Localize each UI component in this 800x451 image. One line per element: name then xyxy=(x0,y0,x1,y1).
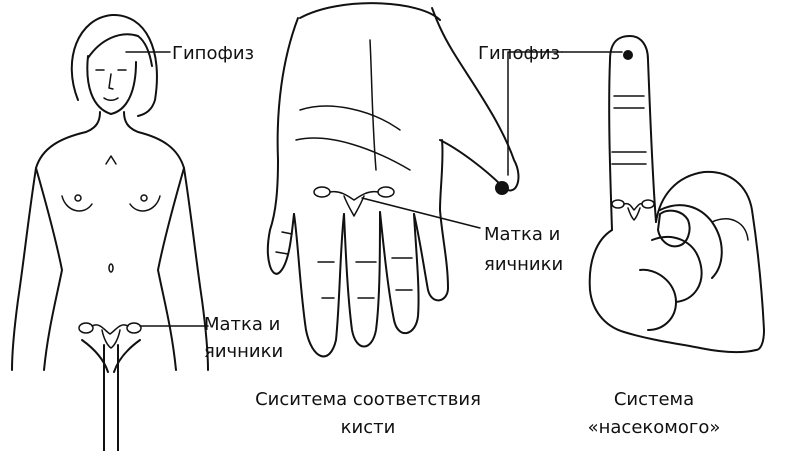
groin-right xyxy=(113,339,141,373)
index-finger xyxy=(293,213,345,358)
curl-2 xyxy=(651,236,703,303)
right-side xyxy=(137,131,209,371)
raised-finger-joint-1 xyxy=(613,95,645,109)
right-nipple xyxy=(140,194,148,202)
left-nipple xyxy=(74,194,82,202)
raised-finger-joint-2 xyxy=(611,151,647,165)
palm-left-edge xyxy=(266,17,299,275)
fist-back xyxy=(655,170,765,351)
hand-uterus-label-1: Матка и xyxy=(484,224,560,245)
finger-pituitary-label: Гипофиз xyxy=(478,43,560,64)
crease-3 xyxy=(369,39,377,171)
female-body-figure xyxy=(11,13,209,451)
neck xyxy=(85,111,139,133)
face-outline xyxy=(86,55,137,115)
raised-finger xyxy=(608,35,657,231)
crease-1 xyxy=(299,105,401,131)
hand-caption-line2: кисти xyxy=(341,417,396,438)
palm-hand-figure xyxy=(266,2,520,358)
body-uterus-label-1: Матка и xyxy=(204,314,280,335)
hand-pituitary-dot xyxy=(495,181,509,195)
hair-outline xyxy=(70,13,158,117)
sternum-mark xyxy=(105,155,117,165)
uterus-ovaries-body xyxy=(78,322,142,349)
navel xyxy=(108,263,114,273)
thumb-nail xyxy=(657,209,691,248)
uterus-ovaries-finger xyxy=(611,199,655,221)
hand-uterus-leader xyxy=(361,197,481,229)
hand-caption-line1: Сиситема соответствия xyxy=(255,389,481,410)
little-finger xyxy=(413,139,449,302)
thumb xyxy=(431,7,520,192)
right-waist xyxy=(157,167,185,371)
fist-bottom xyxy=(588,229,757,354)
left-breast xyxy=(61,195,93,212)
knuckle-line xyxy=(711,218,749,241)
body-pituitary-label: Гипофиз xyxy=(172,43,254,64)
finger-joints-3 xyxy=(355,261,377,299)
curl-1 xyxy=(659,204,723,279)
insect-caption-line1: Система xyxy=(614,389,694,410)
right-breast xyxy=(129,195,161,212)
curl-3 xyxy=(639,268,677,331)
finger-joints-4 xyxy=(391,257,413,291)
body-uterus-label-2: яичники xyxy=(204,341,283,362)
hair-fringe xyxy=(87,33,153,67)
left-side xyxy=(11,131,87,371)
finger-pituitary-dot xyxy=(623,50,633,60)
middle-finger xyxy=(343,211,381,348)
legs-inner xyxy=(103,344,119,451)
nose xyxy=(108,73,114,90)
groin-left xyxy=(81,339,109,373)
uterus-ovaries-hand xyxy=(313,186,395,217)
palm-top xyxy=(299,2,441,21)
crease-2 xyxy=(295,137,411,171)
hand-pituitary-leader xyxy=(507,51,563,176)
ring-finger xyxy=(379,211,420,334)
finger-joints-1 xyxy=(275,231,293,255)
mouth xyxy=(103,97,119,101)
insect-caption-line2: «насекомого» xyxy=(588,417,721,438)
left-waist xyxy=(35,167,63,371)
insect-fist-figure xyxy=(588,35,765,354)
finger-joints-2 xyxy=(317,261,335,299)
hand-uterus-label-2: яичники xyxy=(484,254,563,275)
